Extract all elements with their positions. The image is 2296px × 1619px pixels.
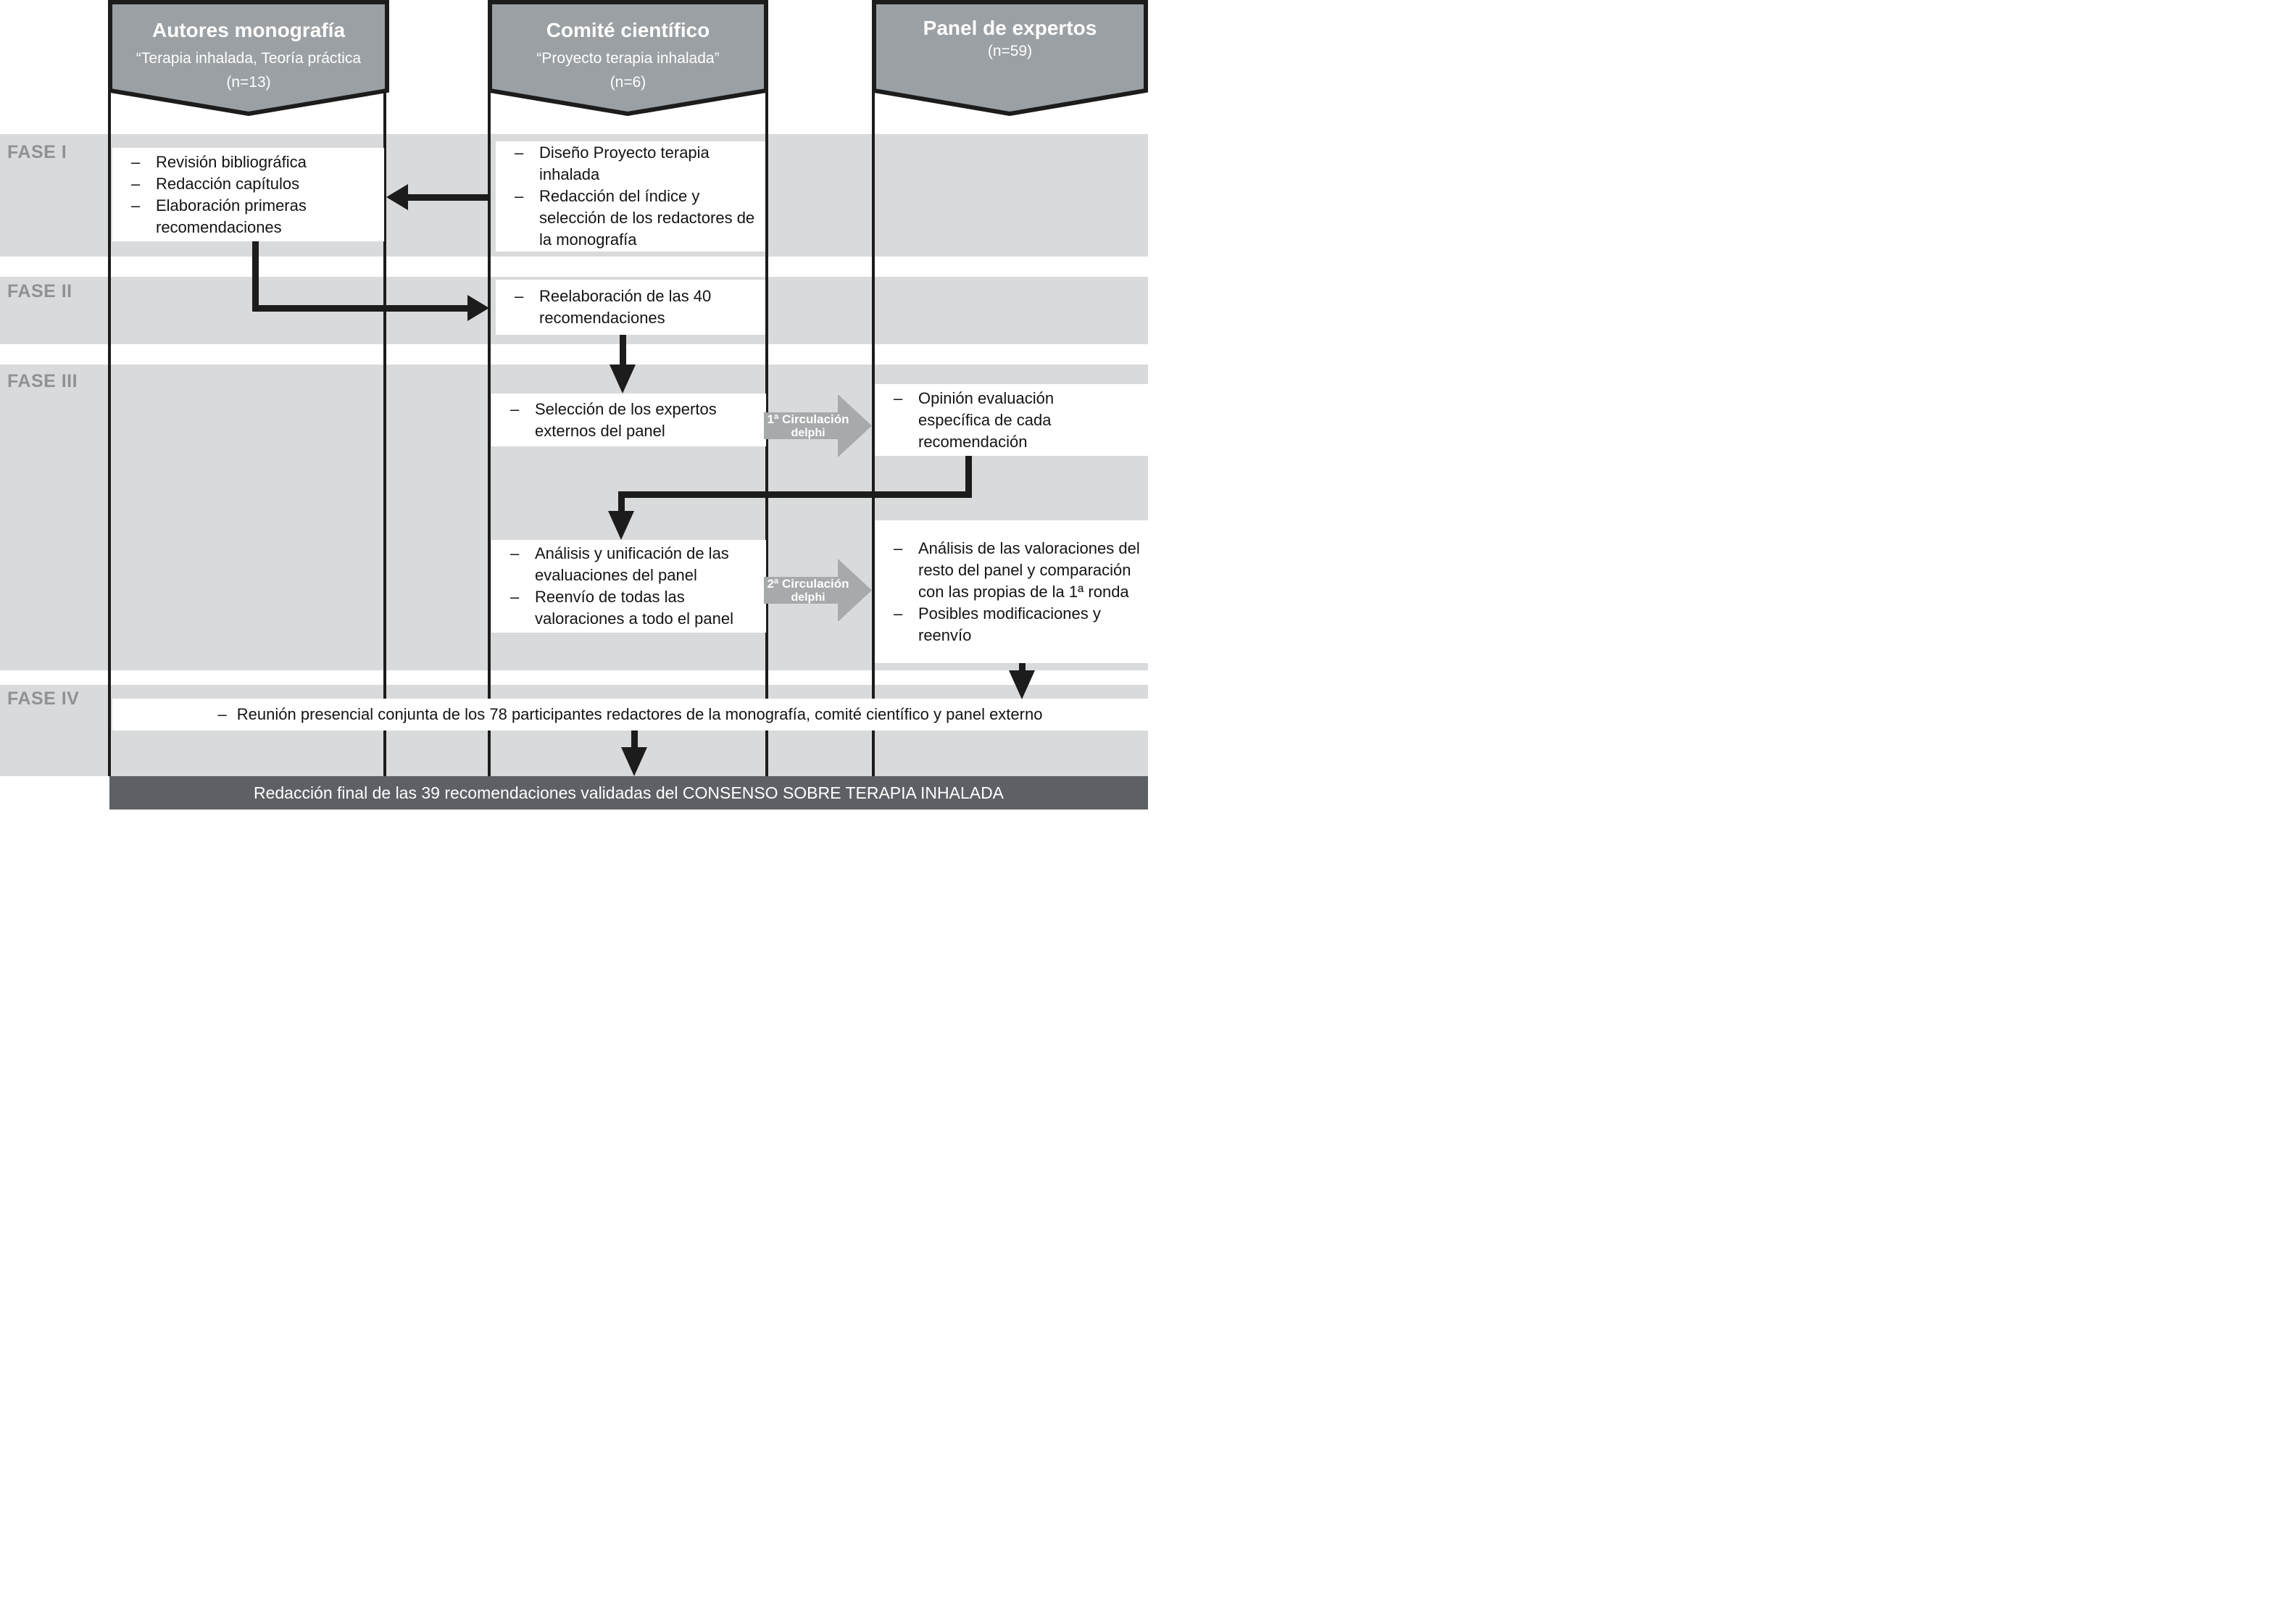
list-item: – Selección de los expertos externos del… <box>491 399 766 442</box>
banner-autores-monografia: Autores monografía “Terapia inhalada, Te… <box>108 0 389 120</box>
list-item-text: Reenvío de todas las valoraciones a todo… <box>535 588 733 628</box>
bullet-dash: – <box>131 152 141 171</box>
final-redaction-bar: Redacción final de las 39 recomendacione… <box>109 776 1148 810</box>
list-item-text: Redacción capítulos <box>156 174 300 193</box>
list-item-text: Redacción del índice y selección de los … <box>539 187 755 249</box>
list-item-text: Elaboración primeras recomendaciones <box>156 196 307 236</box>
arrow-down-icon <box>610 365 636 394</box>
arrow-fase2-to-fase3-shaft <box>620 335 626 370</box>
phase-label-fase-ii: FASE II <box>7 281 72 301</box>
list-item-text: Análisis de las valoraciones del resto d… <box>918 538 1140 601</box>
box-comite-fase3-seleccion: – Selección de los expertos externos del… <box>491 394 766 446</box>
arrow-down-icon <box>1009 670 1035 699</box>
list-item: – Reenvío de todas las valoraciones a to… <box>491 586 766 630</box>
box-comite-fase1: – Diseño Proyecto terapia inhalada – Red… <box>496 141 765 251</box>
banner-title: Comité científico <box>546 19 710 41</box>
pennant-shape <box>872 0 1148 117</box>
arrow-down-icon <box>608 511 634 540</box>
arrow-panel-to-fase4-shaft <box>1019 663 1026 676</box>
fase4-text: Reunión presencial conjunta de los 78 pa… <box>236 705 1043 723</box>
list-item-text: Selección de los expertos externos del p… <box>535 399 717 440</box>
footer-text: Redacción final de las 39 recomendacione… <box>253 783 1004 802</box>
list-item: – Análisis de las valoraciones del resto… <box>875 538 1148 603</box>
delphi-circulation-1-arrow: 1ª Circulación delphi <box>764 394 873 458</box>
list-item-text: Revisión bibliográfica <box>156 152 307 171</box>
arrow-left-icon <box>386 184 408 210</box>
box-comite-fase2: – Reelaboración de las 40 recomendacione… <box>496 280 765 335</box>
banner-panel-expertos: Panel de expertos (n=59) <box>872 0 1148 120</box>
phase-label-fase-i: FASE I <box>7 142 67 162</box>
list-item: – Posibles modificaciones y reenvío <box>875 603 1148 646</box>
delphi-label-line1: 1ª Circulación <box>767 412 849 426</box>
arrow-panel-to-comite-vertical1 <box>965 456 972 498</box>
bullet-dash: – <box>894 604 903 623</box>
phase-label-fase-iii: FASE III <box>7 371 78 391</box>
list-item-text: Opinión evaluación específica de cada re… <box>918 388 1055 451</box>
column-divider <box>108 91 111 776</box>
bullet-dash: – <box>894 388 903 407</box>
column-divider <box>383 91 386 776</box>
banner-count: (n=6) <box>610 74 646 91</box>
bullet-dash: – <box>510 399 520 418</box>
list-item: – Análisis y unificación de las evaluaci… <box>491 543 766 586</box>
banner-count: (n=59) <box>987 43 1033 59</box>
list-item: – Diseño Proyecto terapia inhalada <box>496 142 765 186</box>
box-fase4-reunion: – Reunión presencial conjunta de los 78 … <box>112 699 1148 731</box>
box-autores-fase1: – Revisión bibliográfica – Redacción cap… <box>112 148 384 241</box>
list-item: – Reelaboración de las 40 recomendacione… <box>496 286 765 329</box>
arrow-autores-to-fase2-horizontal <box>252 305 467 312</box>
bullet-dash: – <box>217 705 227 723</box>
delphi-label-line2: delphi <box>791 591 825 604</box>
bullet-dash: – <box>510 588 520 606</box>
bullet-dash: – <box>894 538 903 557</box>
bullet-dash: – <box>515 187 524 205</box>
list-item-text: Análisis y unificación de las evaluacion… <box>535 544 729 584</box>
list-item: – Redacción del índice y selección de lo… <box>496 186 765 251</box>
list-item-text: Diseño Proyecto terapia inhalada <box>539 143 710 183</box>
list-item: – Opinión evaluación específica de cada … <box>875 388 1148 453</box>
banner-title: Panel de expertos <box>923 17 1097 39</box>
box-panel-fase3-valoraciones: – Análisis de las valoraciones del resto… <box>875 520 1148 663</box>
bullet-dash: – <box>515 287 524 305</box>
banner-title: Autores monografía <box>151 19 346 41</box>
banner-subtitle: “Proyecto terapia inhalada” <box>536 50 720 67</box>
delphi-consensus-flowchart: FASE I FASE II FASE III FASE IV Autores … <box>0 0 1148 810</box>
arrow-panel-to-comite-vertical2 <box>618 491 625 516</box>
list-item: – Elaboración primeras recomendaciones <box>112 195 384 238</box>
pennant-shape <box>488 0 768 117</box>
column-divider <box>872 91 875 776</box>
delphi-label-line2: delphi <box>791 427 825 439</box>
list-item: – Redacción capítulos <box>112 173 384 195</box>
bullet-dash: – <box>131 196 141 215</box>
banner-comite-cientifico: Comité científico “Proyecto terapia inha… <box>488 0 768 120</box>
delphi-label-line1: 2ª Circulación <box>767 577 849 591</box>
box-comite-fase3-analisis: – Análisis y unificación de las evaluaci… <box>491 540 766 633</box>
block-arrow-right-icon <box>764 394 872 457</box>
bullet-dash: – <box>510 544 520 562</box>
list-item-text: Posibles modificaciones y reenvío <box>918 604 1101 644</box>
arrow-panel-to-comite-horizontal <box>618 491 972 498</box>
banner-count: (n=13) <box>226 74 271 91</box>
arrow-down-icon <box>621 747 647 776</box>
arrow-fase4-to-footer-shaft <box>631 731 638 751</box>
column-divider <box>488 91 491 776</box>
phase-label-fase-iv: FASE IV <box>7 688 80 709</box>
arrow-autores-to-fase2-vertical <box>252 241 259 309</box>
list-item-text: Reelaboración de las 40 recomendaciones <box>539 287 712 327</box>
delphi-circulation-2-arrow: 2ª Circulación delphi <box>764 559 873 623</box>
pennant-shape <box>108 0 389 117</box>
arrow-comite-to-autores-shaft <box>407 194 491 201</box>
bullet-dash: – <box>515 143 524 162</box>
box-panel-fase3-opinion: – Opinión evaluación específica de cada … <box>875 384 1148 456</box>
list-item: – Revisión bibliográfica <box>112 151 384 173</box>
arrow-right-icon <box>467 295 489 321</box>
banner-subtitle: “Terapia inhalada, Teoría práctica <box>136 50 362 67</box>
block-arrow-right-icon <box>764 559 872 622</box>
bullet-dash: – <box>131 174 141 193</box>
